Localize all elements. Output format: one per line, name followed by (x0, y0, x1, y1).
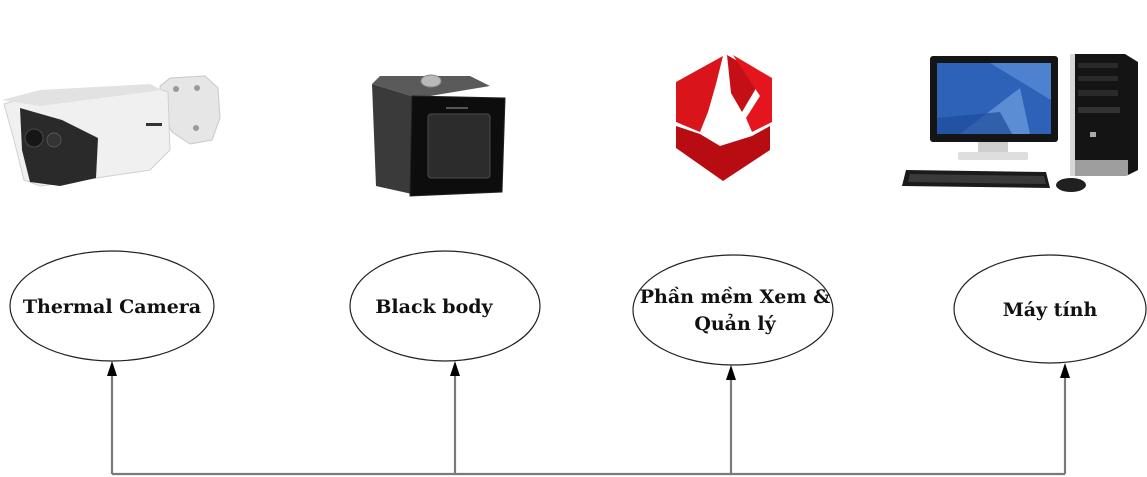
arrowhead-software (726, 365, 736, 380)
node-label: Máy tính (1003, 299, 1098, 321)
node-label-line-1: Phần mềm Xem & (640, 286, 830, 308)
connector-bus (107, 361, 1070, 476)
computer-image (902, 54, 1138, 192)
node-ellipse (632, 254, 834, 366)
node-software: Phần mềm Xem & Quản lý (632, 254, 834, 366)
node-label: Black body (375, 296, 493, 318)
arrowhead-black-body (450, 361, 460, 376)
node-ellipse (349, 250, 541, 362)
node-black-body: Black body (349, 250, 541, 362)
node-thermal-camera: Thermal Camera (9, 250, 215, 362)
node-label: Thermal Camera (23, 296, 201, 318)
thermal-camera-image (2, 75, 221, 187)
node-computer: Máy tính (953, 254, 1147, 364)
arrowhead-thermal-camera (107, 361, 117, 376)
node-ellipse (953, 254, 1147, 364)
black-body-image (372, 74, 506, 197)
node-ellipse (9, 250, 215, 362)
software-logo-image (676, 55, 772, 181)
arrowhead-computer (1060, 363, 1070, 378)
node-label-line-2: Quản lý (694, 313, 776, 335)
